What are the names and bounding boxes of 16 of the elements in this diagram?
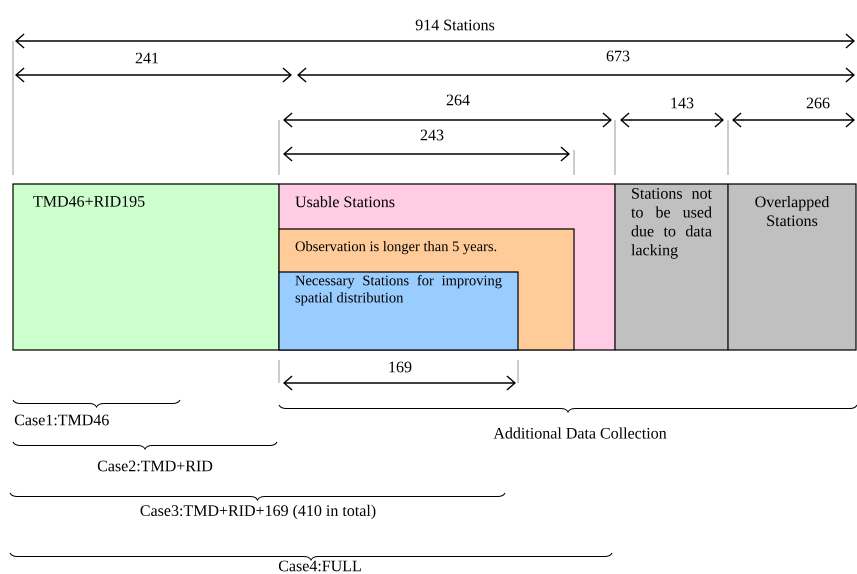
dimension-label: 264 — [446, 94, 470, 106]
dimension-label: 143 — [671, 98, 694, 108]
station-box: Overlapped Stations — [727, 183, 857, 351]
case-label: Case4:FULL — [278, 560, 361, 572]
case-label: Additional Data Collection — [494, 427, 666, 439]
station-box: TMD46+RID195 — [12, 183, 280, 351]
station-box: Stations not to be used due to data lacking — [614, 183, 729, 351]
case-label: Case2:TMD+RID — [98, 460, 212, 472]
dimension-label: 673 — [606, 50, 630, 62]
dimension-label: 914 Stations — [416, 20, 494, 30]
dimension-label: 243 — [420, 130, 444, 140]
station-box: Necessary Stations for improving spatial distribution — [278, 271, 519, 351]
dimension-label: 266 — [806, 98, 830, 108]
case-label: Case1:TMD46 — [14, 414, 109, 426]
case-label: Case3:TMD+RID+169 (410 in total) — [140, 504, 376, 520]
dimension-label: 241 — [136, 52, 158, 64]
